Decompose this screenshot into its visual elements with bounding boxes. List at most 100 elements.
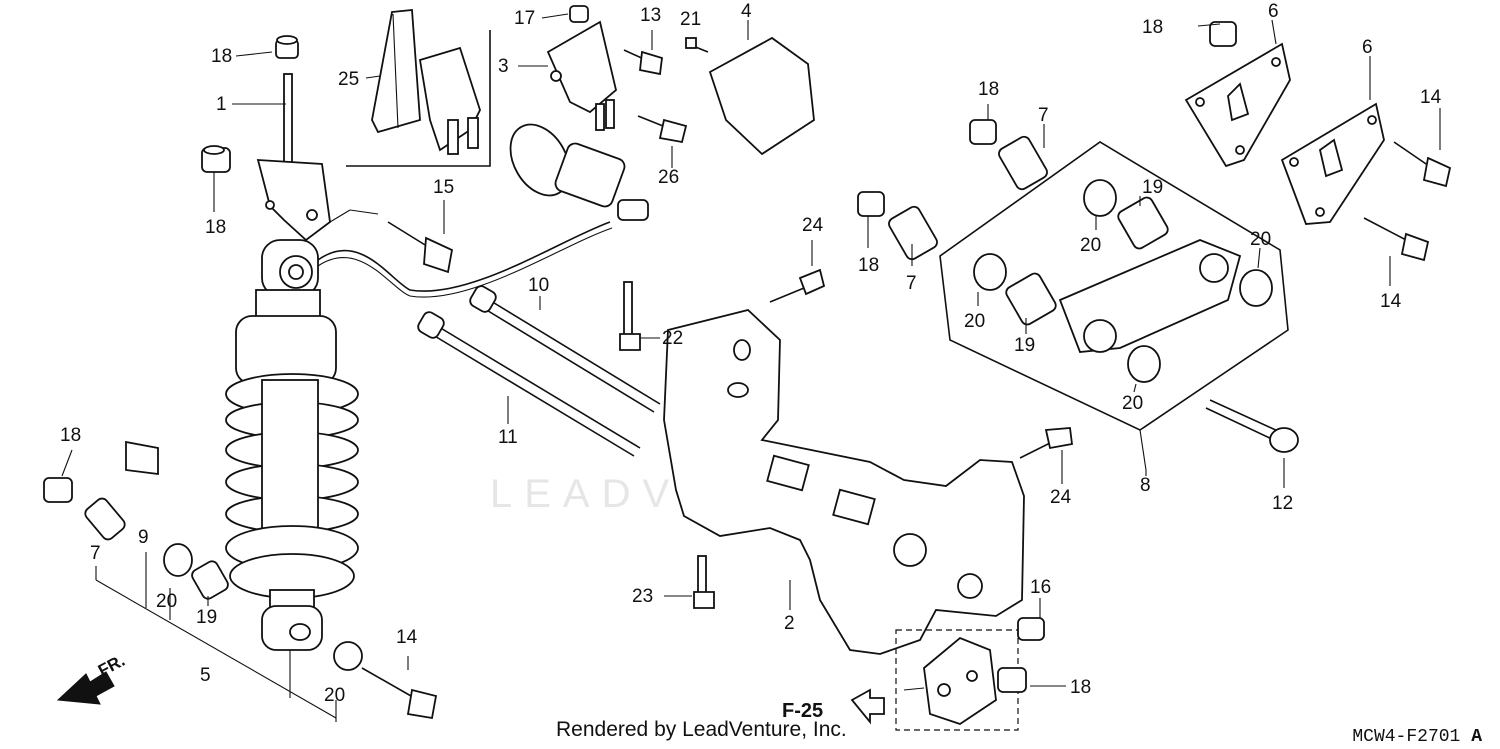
callout-22: 22 <box>662 328 684 349</box>
part-16-nut <box>1017 617 1045 641</box>
callout-19: 19 <box>1142 177 1164 198</box>
part-7-spacer-left <box>84 497 126 541</box>
callout-13: 13 <box>640 5 662 26</box>
part-5-shock-absorber <box>225 239 359 651</box>
part-15-bolt <box>387 221 454 274</box>
part-12-bolt <box>1205 399 1299 453</box>
callout-20: 20 <box>324 685 346 706</box>
part-14-bolt-upper-right <box>1393 141 1452 188</box>
callout-19: 19 <box>196 607 218 628</box>
part-4-cover <box>708 36 815 156</box>
callout-8: 8 <box>1140 475 1151 496</box>
part-19-bearing-b <box>1005 272 1057 326</box>
callout-16: 16 <box>1030 577 1052 598</box>
callout-19: 19 <box>1014 335 1036 356</box>
callout-7: 7 <box>1038 105 1049 126</box>
f25-detail-bracket <box>903 636 997 725</box>
callout-24: 24 <box>1050 487 1072 508</box>
part-1-upper-mount <box>256 73 331 242</box>
ref-arrow <box>850 688 885 725</box>
part-7-spacer-top <box>998 135 1048 191</box>
part-24-bolt-upper <box>769 268 826 303</box>
callout-18: 18 <box>1142 17 1164 38</box>
reference-label-f25: F-25 <box>782 700 824 722</box>
callout-24: 24 <box>802 215 824 236</box>
callout-10: 10 <box>528 275 550 296</box>
callout-7: 7 <box>906 273 917 294</box>
part-6-plate-b <box>1280 102 1385 225</box>
callout-14: 14 <box>396 627 418 648</box>
callout-5: 5 <box>200 665 211 686</box>
callout-14: 14 <box>1420 87 1442 108</box>
group-bracket-25 <box>346 30 491 167</box>
callout-11: 11 <box>498 427 518 448</box>
adjuster-hose <box>317 221 611 292</box>
callout-20: 20 <box>964 311 986 332</box>
part-9-label-sticker <box>125 440 159 476</box>
callout-2: 2 <box>784 613 795 634</box>
callout-20: 20 <box>1080 235 1102 256</box>
part-18-nut-left <box>201 145 231 173</box>
part-13-bolt <box>623 49 663 76</box>
callout-18: 18 <box>978 79 1000 100</box>
part-20-seal-b <box>973 253 1007 291</box>
callout-6: 6 <box>1268 1 1279 22</box>
callout-14: 14 <box>1380 291 1402 312</box>
part-2-swingarm-bracket <box>663 309 1025 655</box>
callout-18: 18 <box>211 46 233 67</box>
shock-link-arm <box>1058 239 1242 353</box>
part-11-long-bolt <box>417 311 641 457</box>
callout-1: 1 <box>216 94 227 115</box>
part-3-bracket <box>546 20 618 131</box>
callout-23: 23 <box>632 586 654 607</box>
part-21-screw <box>685 37 709 53</box>
part-25-bracket <box>371 9 481 155</box>
callout-18: 18 <box>858 255 880 276</box>
part-20-seal-c <box>1239 269 1273 307</box>
callout-18: 18 <box>1070 677 1092 698</box>
part-8-link-outline <box>939 141 1289 431</box>
callout-25: 25 <box>338 69 360 90</box>
callout-21: 21 <box>680 9 702 30</box>
callout-3: 3 <box>498 56 509 77</box>
callout-18: 18 <box>205 217 227 238</box>
part-7-spacer-mid <box>888 205 938 261</box>
part-18-nut-upper-mid <box>969 119 997 145</box>
callout-17: 17 <box>514 8 536 29</box>
part-18-nut-top <box>275 35 299 59</box>
callout-20: 20 <box>1122 393 1144 414</box>
part-18-nut-mid-left <box>857 191 885 217</box>
part-14-bolt-lower-right <box>1363 217 1430 262</box>
part-22-bolt <box>619 281 641 351</box>
part-18-nut-far-left <box>43 477 73 503</box>
callout-7: 7 <box>90 543 101 564</box>
callout-18: 18 <box>60 425 82 446</box>
leader-lines <box>61 13 1441 722</box>
part-6-plate-a <box>1184 42 1291 168</box>
callout-20: 20 <box>156 591 178 612</box>
preload-adjuster-knob <box>509 123 649 221</box>
part-10-long-bolt <box>469 285 661 413</box>
callout-4: 4 <box>741 1 752 22</box>
front-direction-arrow <box>56 671 115 705</box>
part-23-bolt <box>693 555 715 609</box>
callout-9: 9 <box>138 527 149 548</box>
part-20-seal-f <box>333 641 363 671</box>
callout-26: 26 <box>658 167 680 188</box>
callout-6: 6 <box>1362 37 1373 58</box>
part-20-seal-d <box>1127 345 1161 383</box>
diagram-code-suffix: A <box>1471 727 1482 747</box>
part-18-nut-upper-right <box>1209 21 1237 47</box>
part-24-bolt-lower <box>1019 427 1073 459</box>
part-18-nut-lower-right <box>997 667 1027 693</box>
part-17-nut <box>569 5 589 23</box>
part-14-bolt-bottom <box>361 667 438 720</box>
part-20-seal-a <box>1083 179 1117 217</box>
diagram-code: MCW4-F2701 A <box>1352 727 1482 747</box>
callout-20: 20 <box>1250 229 1272 250</box>
diagram-code-number: MCW4-F2701 <box>1352 727 1461 747</box>
part-19-bearing-a <box>1117 196 1169 250</box>
part-26-bolt <box>637 115 688 144</box>
